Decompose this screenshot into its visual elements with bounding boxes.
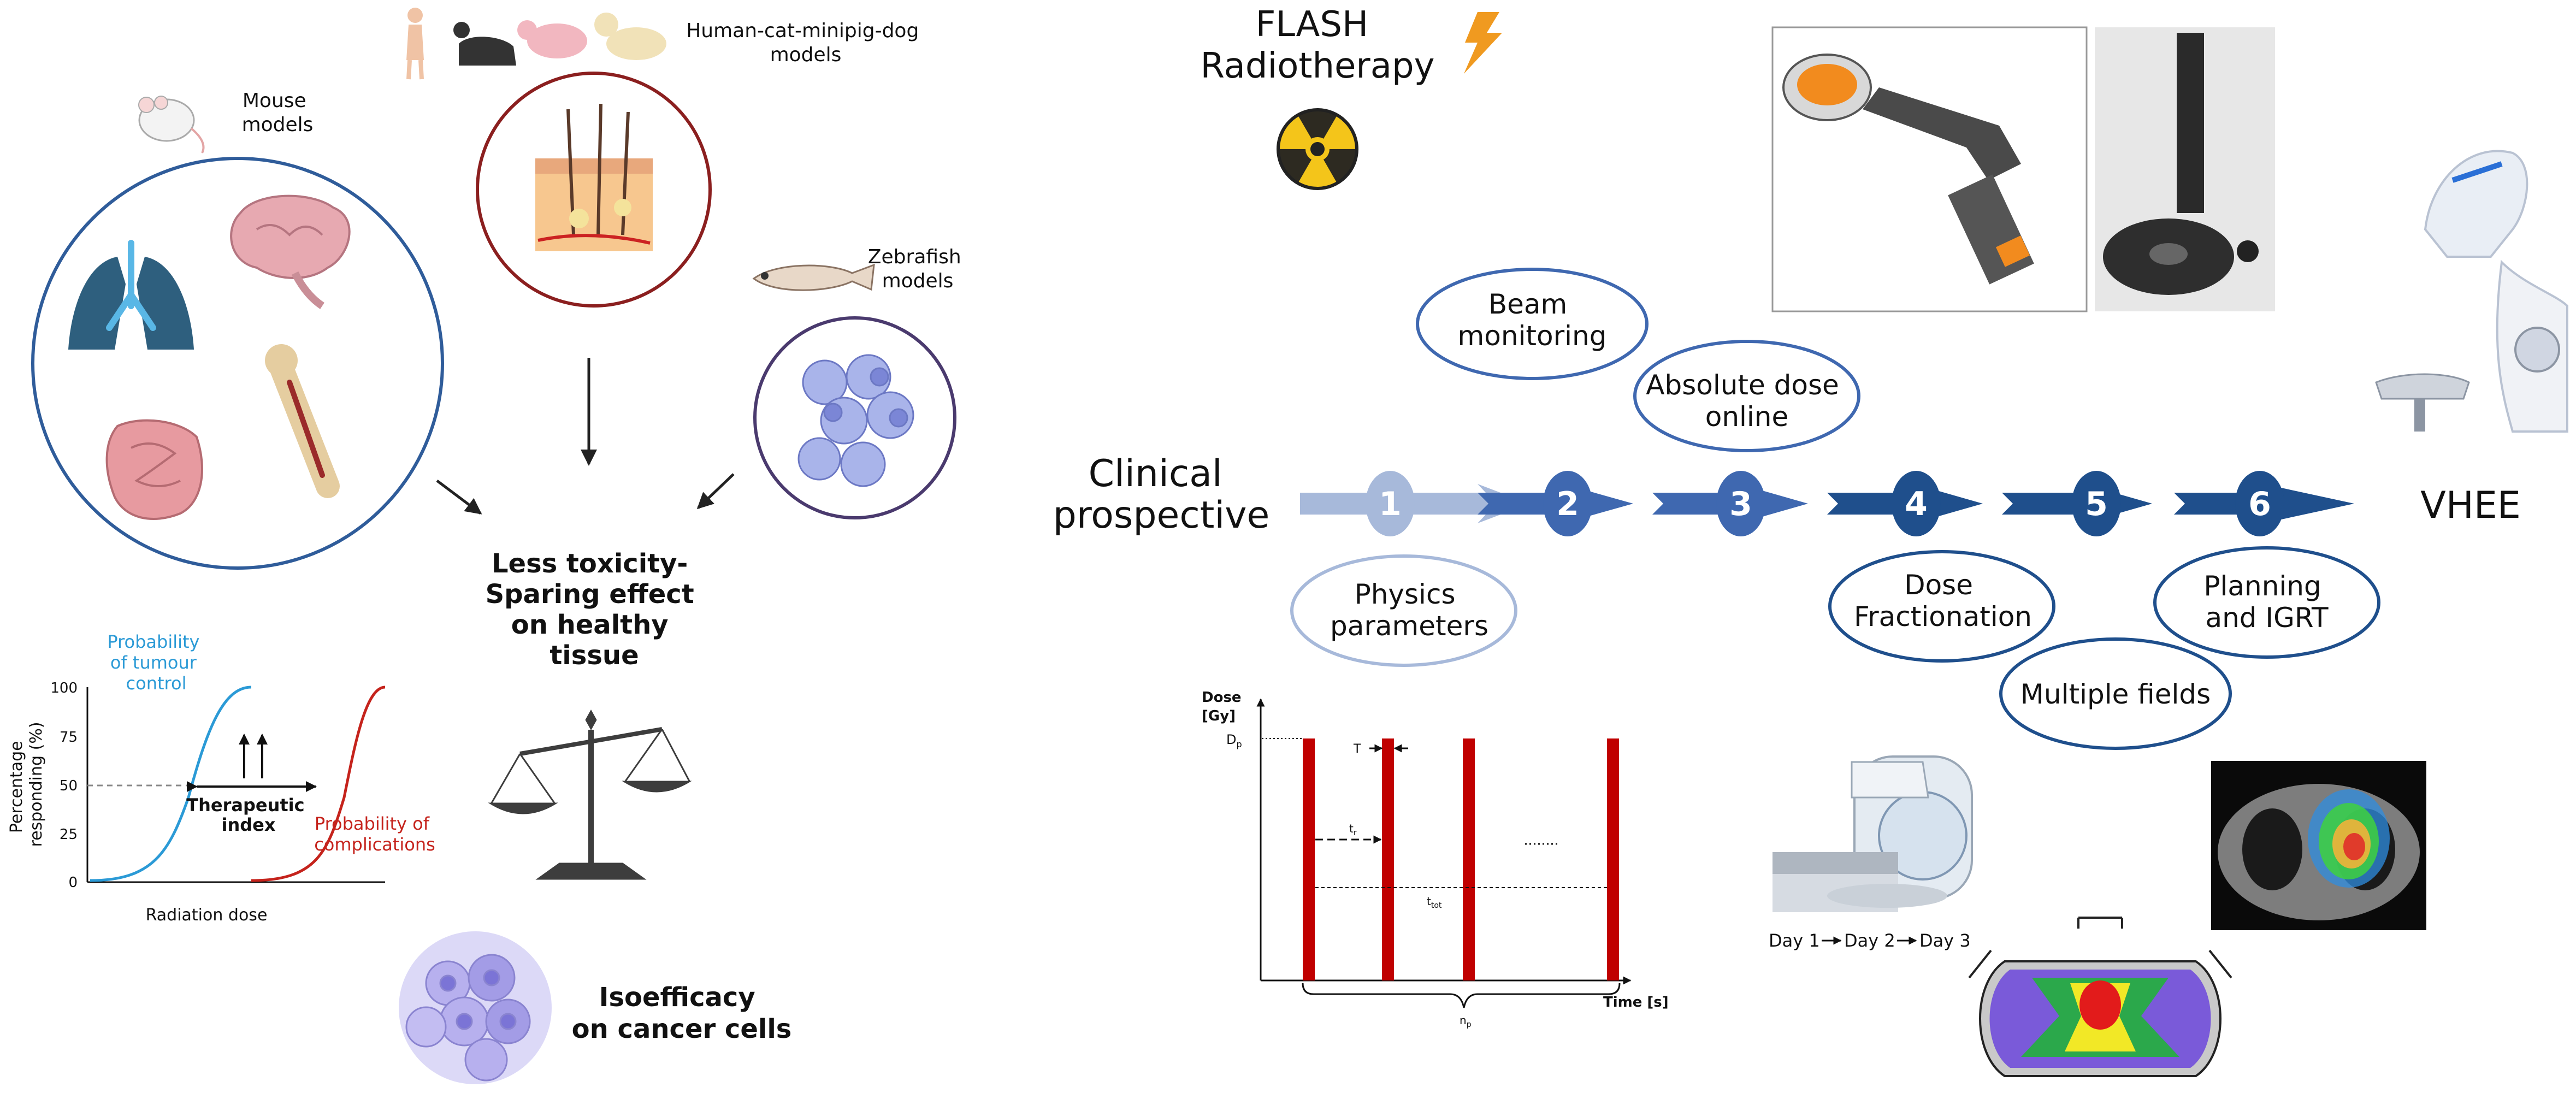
dose-response-chart: 0 25 50 75 100 Probability of tumour con… [7,631,435,925]
tumour-control-curve [90,686,252,882]
pulse-dose-chart: Dose [Gy] Time [s] Dp T tr ttot np [1202,689,1669,1029]
pulse-y-label: Dose [Gy] [1202,689,1246,724]
vhee-label: VHEE [2420,484,2521,527]
timeline: 1 2 3 4 5 6 [1300,471,2354,536]
step-3-number: 3 [1729,485,1752,523]
np-label: np [1460,1014,1472,1029]
ytick-75: 75 [60,729,78,746]
detector-photo [2095,27,2275,311]
lungs-icon [68,240,194,350]
day-2-label: Day 2 [1844,930,1895,951]
organs-circle [31,157,444,570]
large-animals-icon [406,8,666,80]
beam-monitor-device-photo [1771,26,2088,312]
intestines-icon [105,419,203,520]
brain-icon [230,194,351,309]
robotic-linac-icon [2375,150,2568,433]
day-1-label: Day 1 [1769,930,1820,951]
ytick-50: 50 [60,778,78,794]
zebrafish-icon [752,263,875,291]
np-brace [1302,983,1621,1008]
svg-text:Planning and IGRT: Planning and IGRT [2203,570,2330,634]
cells-circle [753,316,956,519]
linac-machine-icon [1773,755,1973,912]
central-claim-text: Less toxicity- Sparing effect on healthy… [486,548,704,671]
mouse-models-label: Mouse models [242,90,314,136]
bone-icon [265,344,340,498]
svg-text:Dose Fractionation: Dose Fractionation [1854,569,2032,633]
step-5-marker [2072,471,2121,536]
step-2-marker [1543,471,1592,536]
dose-distribution-icon [1968,917,2232,1077]
milestone-multiple-fields: Multiple fields [1999,637,2232,750]
milestone-dose-fractionation: Dose Fractionation [1828,550,2055,663]
pulse-2 [1382,738,1394,980]
mouse-icon [138,96,205,153]
flash-radiotherapy-title: FLASH Radiotherapy [1201,4,1435,86]
step-3-marker [1716,471,1765,536]
step-1-number: 1 [1379,485,1402,523]
step-6-marker [2235,471,2284,536]
milestone-absolute-dose: Absolute dose online [1633,340,1860,452]
isoefficacy-label: Isoefficacy on cancer cells [572,982,792,1044]
step-4-number: 4 [1905,485,1928,523]
complications-label: Probability of complications [314,813,435,855]
milestone-physics-parameters: Physics parameters [1290,554,1517,667]
cancer-cells-icon [399,931,552,1084]
lightning-bolt-icon [1464,12,1502,74]
step-5-number: 5 [2085,485,2108,523]
clinical-prospective-label: Clinical prospective [1053,452,1270,537]
ttot-label: ttot [1427,895,1442,910]
ytick-100: 100 [50,680,78,696]
large-animal-models-label: Human-cat-minipig-dog models [686,20,925,66]
skin-tissue-icon [535,103,653,251]
x-axis-label: Radiation dose [146,906,268,925]
step-2-number: 2 [1556,485,1579,523]
tumour-control-label: Probability of tumour control [107,631,205,694]
y-axis-label: Percentage responding (%) [7,722,46,847]
milestone-beam-monitoring: Beam monitoring [1416,268,1649,380]
arrow-organs-to-center [436,480,482,515]
radiation-hazard-icon [1277,108,1358,190]
pulse-3 [1463,738,1475,980]
balance-scale-icon [488,709,692,880]
cells-cluster-icon [797,354,914,487]
day-3-label: Day 3 [1919,930,1971,951]
step-1-marker [1366,471,1415,536]
step-6-number: 6 [2248,485,2271,523]
svg-text:Physics parameters: Physics parameters [1330,578,1488,642]
ytick-25: 25 [60,826,78,843]
tr-label: tr [1349,822,1357,837]
svg-text:Absolute dose online: Absolute dose online [1646,369,1847,433]
pulse-4 [1607,738,1619,980]
complications-curve [251,686,386,882]
therapeutic-index-label: Therapeutic index [186,795,310,835]
dp-label: Dp [1226,732,1242,749]
t-label: T [1353,742,1361,756]
ytick-0: 0 [68,875,78,891]
milestone-planning-igrt: Planning and IGRT [2153,546,2380,659]
skin-circle [476,72,712,308]
arrow-cells-to-center [696,473,735,510]
step-4-marker [1892,471,1941,536]
svg-text:Beam monitoring: Beam monitoring [1458,288,1607,352]
pulse-x-label: Time [s] [1603,994,1669,1011]
pulse-1 [1303,738,1315,980]
ct-scan-image [2211,761,2426,930]
zebrafish-models-label: Zebrafish models [868,246,967,292]
svg-text:Multiple fields: Multiple fields [2020,678,2211,710]
